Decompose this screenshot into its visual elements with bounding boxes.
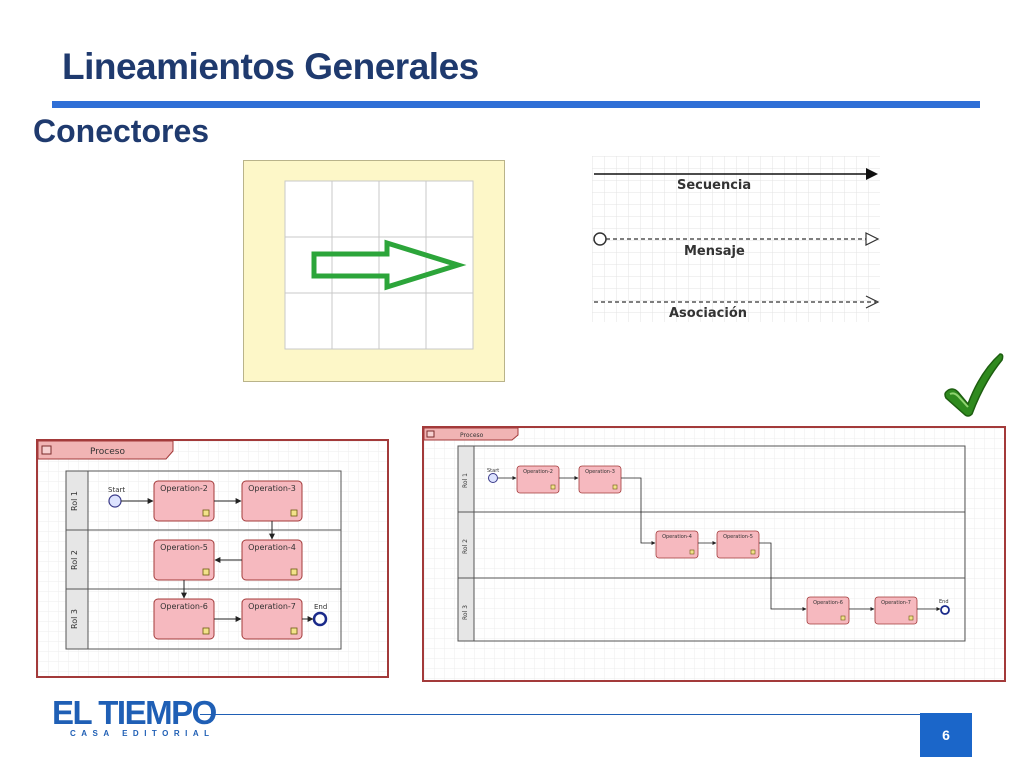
message-arrowhead-icon <box>865 232 880 246</box>
op-right-4: Operation-5 <box>723 534 753 540</box>
op-right-1: Operation-2 <box>523 469 553 475</box>
message-start-circle-icon <box>593 232 607 246</box>
op-right-6: Operation-7 <box>881 600 911 606</box>
association-label: Asociación <box>669 306 748 321</box>
op-left-6: Operation-7 <box>248 602 296 611</box>
op-left-1: Operation-2 <box>160 484 208 493</box>
op-left-5: Operation-6 <box>160 602 208 611</box>
lane-label-right-3: Rol 3 <box>462 605 469 620</box>
end-event-icon <box>312 611 328 627</box>
process-diagram-left-graphic: Proceso Rol 1 Rol 2 Rol 3 Start Operatio… <box>38 441 387 676</box>
brand-logo-text: EL TIEMPO <box>52 694 217 731</box>
footer-divider <box>200 714 920 715</box>
op-right-3: Operation-4 <box>662 534 692 540</box>
process-diagram-left: Proceso Rol 1 Rol 2 Rol 3 Start Operatio… <box>36 439 389 678</box>
slide-title: Lineamientos Generales <box>62 46 479 87</box>
lane-label-left-1: Rol 1 <box>70 491 79 511</box>
brand-logo-subtext: CASA EDITORIAL <box>70 729 215 738</box>
end-event-right-icon <box>940 605 950 615</box>
end-label-right: End <box>939 599 949 605</box>
association-arrowhead-icon <box>865 295 880 309</box>
green-arrow-icon <box>311 239 467 291</box>
slide-subtitle: Conectores <box>33 113 210 149</box>
start-event-right-icon <box>488 473 498 483</box>
end-label-left: End <box>314 603 327 611</box>
op-right-2: Operation-3 <box>585 469 615 475</box>
sequence-arrowhead-icon <box>866 168 878 180</box>
op-left-4: Operation-4 <box>248 543 296 552</box>
op-left-3: Operation-5 <box>160 543 208 552</box>
connector-legend: Secuencia Mensaje Asociación <box>592 156 880 322</box>
checkmark-icon <box>944 353 1004 417</box>
lane-label-left-2: Rol 2 <box>70 550 79 570</box>
sequence-label: Secuencia <box>677 178 752 193</box>
grid-arrow-panel <box>243 160 505 382</box>
message-label: Mensaje <box>684 244 745 259</box>
op-right-5: Operation-6 <box>813 600 843 606</box>
process-diagram-right: Proceso Rol 1 Rol 2 Rol 3 Start Operatio… <box>422 426 1006 682</box>
start-event-icon <box>108 494 122 508</box>
lane-label-right-2: Rol 2 <box>462 539 469 554</box>
brand-logo: EL TIEMPO CASA EDITORIAL <box>52 694 217 738</box>
grid-arrow-graphic <box>284 180 474 350</box>
process-label-left: Proceso <box>90 447 125 457</box>
lane-label-left-3: Rol 3 <box>70 609 79 629</box>
title-divider <box>52 101 980 108</box>
op-left-2: Operation-3 <box>248 484 296 493</box>
start-label-right: Start <box>487 468 499 474</box>
page-number-badge: 6 <box>920 713 972 757</box>
process-label-right: Proceso <box>460 432 484 439</box>
start-label-left: Start <box>108 486 125 494</box>
connector-legend-graphic <box>592 156 880 322</box>
lane-label-right-1: Rol 1 <box>462 473 469 488</box>
process-diagram-right-graphic: Proceso Rol 1 Rol 2 Rol 3 Start Operatio… <box>424 428 1004 680</box>
